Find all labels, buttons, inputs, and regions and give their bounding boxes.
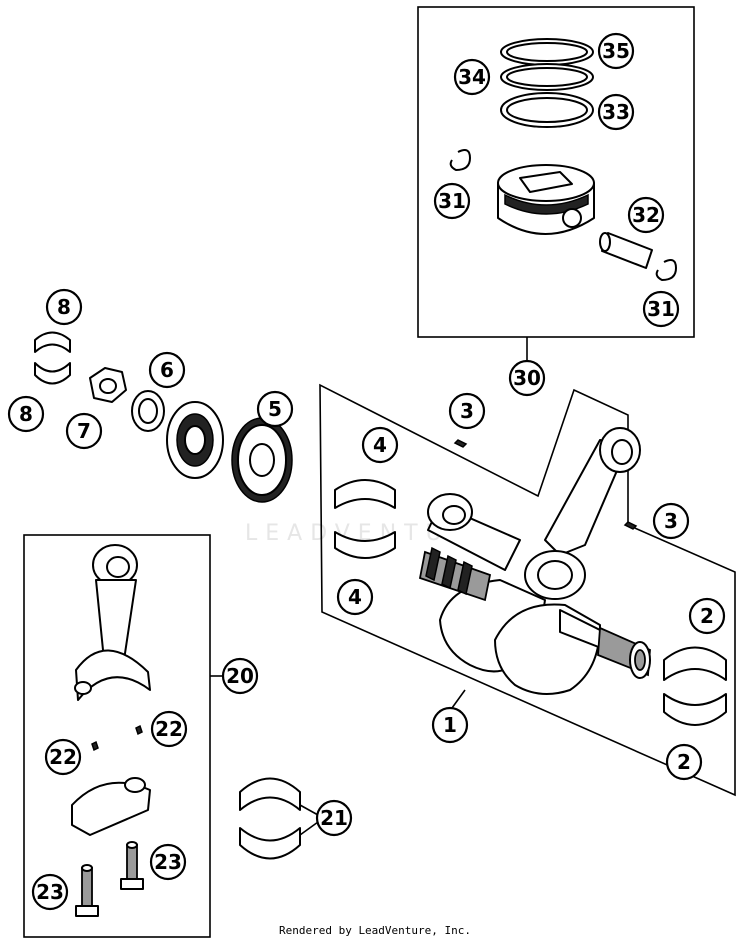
- piston-part[interactable]: [497, 164, 595, 235]
- crank-conrod-part[interactable]: [524, 427, 641, 600]
- bearing-shell-8-upper-part[interactable]: [34, 331, 71, 353]
- svg-text:33: 33: [602, 100, 630, 124]
- callout-33[interactable]: 33: [597, 93, 635, 131]
- svg-text:32: 32: [632, 203, 660, 227]
- svg-text:1: 1: [443, 713, 457, 737]
- piston-ring-33-part[interactable]: [500, 92, 594, 128]
- svg-text:22: 22: [155, 717, 183, 741]
- callout-1[interactable]: 1: [431, 706, 469, 744]
- washer-part[interactable]: [131, 390, 165, 432]
- svg-text:7: 7: [77, 419, 91, 443]
- bearing-shell-4-upper-part[interactable]: [334, 479, 396, 509]
- bearing-shell-21-lower-part[interactable]: [239, 827, 301, 860]
- piston-ring-34-part[interactable]: [500, 63, 594, 91]
- svg-text:31: 31: [647, 297, 675, 321]
- bolt-23-left-part[interactable]: [75, 864, 99, 917]
- svg-text:35: 35: [602, 39, 630, 63]
- callout-8-upper[interactable]: 8: [45, 288, 83, 326]
- dowel-3-right-part[interactable]: [623, 521, 638, 530]
- bearing-shell-4-lower-part[interactable]: [334, 531, 396, 559]
- callout-31-left[interactable]: 31: [433, 182, 471, 220]
- sprocket-part[interactable]: [166, 401, 224, 479]
- piston-group-box: [417, 6, 695, 338]
- callout-5[interactable]: 5: [256, 390, 294, 428]
- callout-23-left[interactable]: 23: [31, 873, 69, 911]
- callout-35[interactable]: 35: [597, 32, 635, 70]
- callout-23-right[interactable]: 23: [149, 843, 187, 881]
- callout-31-right[interactable]: 31: [642, 290, 680, 328]
- connecting-rod-cap-part[interactable]: [71, 777, 151, 836]
- dowel-3-upper-part[interactable]: [453, 439, 468, 448]
- bearing-shell-2-upper-part[interactable]: [663, 646, 727, 681]
- circlip-left-part[interactable]: [449, 149, 471, 171]
- svg-text:3: 3: [460, 399, 474, 423]
- svg-text:4: 4: [348, 585, 362, 609]
- callout-21[interactable]: 21: [315, 799, 353, 837]
- footer-credit: Rendered by LeadVenture, Inc.: [278, 924, 472, 937]
- callout-8-lower[interactable]: 8: [7, 395, 45, 433]
- svg-text:30: 30: [513, 366, 541, 390]
- svg-text:2: 2: [700, 604, 714, 628]
- gear-part[interactable]: [231, 417, 293, 503]
- callout-32[interactable]: 32: [627, 196, 665, 234]
- callout-4-lower[interactable]: 4: [336, 578, 374, 616]
- conrod-kit-box: [23, 534, 211, 938]
- callout-7[interactable]: 7: [65, 412, 103, 450]
- crankshaft-part[interactable]: [418, 546, 651, 695]
- hex-nut-part[interactable]: [89, 367, 127, 403]
- svg-text:22: 22: [49, 745, 77, 769]
- svg-text:31: 31: [438, 189, 466, 213]
- dowel-22-lower-part[interactable]: [91, 740, 99, 752]
- svg-text:2: 2: [677, 750, 691, 774]
- piston-ring-35-part[interactable]: [500, 38, 594, 66]
- bearing-shell-2-lower-part[interactable]: [663, 693, 727, 726]
- leader-21-b: [299, 821, 319, 836]
- leader-21-a: [299, 804, 319, 816]
- callout-20[interactable]: 20: [221, 657, 259, 695]
- bearing-shell-8-lower-part[interactable]: [34, 362, 71, 385]
- callout-2-upper[interactable]: 2: [688, 597, 726, 635]
- leader-1: [451, 689, 466, 709]
- bolt-23-right-part[interactable]: [120, 841, 144, 890]
- callout-6[interactable]: 6: [148, 351, 186, 389]
- svg-text:6: 6: [160, 358, 174, 382]
- piston-pin-part[interactable]: [599, 232, 653, 269]
- svg-text:5: 5: [268, 397, 282, 421]
- svg-text:8: 8: [57, 295, 71, 319]
- svg-text:20: 20: [226, 664, 254, 688]
- svg-text:23: 23: [36, 880, 64, 904]
- circlip-right-part[interactable]: [655, 259, 677, 281]
- svg-text:21: 21: [320, 806, 348, 830]
- dowel-22-upper-part[interactable]: [135, 724, 143, 736]
- callout-22-lower[interactable]: 22: [44, 738, 82, 776]
- connecting-rod-part[interactable]: [74, 544, 151, 701]
- crank-conrod-secondary-part[interactable]: [427, 493, 521, 571]
- callout-4-upper[interactable]: 4: [361, 426, 399, 464]
- svg-text:3: 3: [664, 509, 678, 533]
- callout-22-upper[interactable]: 22: [150, 710, 188, 748]
- callout-2-lower[interactable]: 2: [665, 743, 703, 781]
- svg-text:8: 8: [19, 402, 33, 426]
- callout-30[interactable]: 30: [508, 359, 546, 397]
- callout-3-upper[interactable]: 3: [448, 392, 486, 430]
- svg-text:23: 23: [154, 850, 182, 874]
- svg-text:4: 4: [373, 433, 387, 457]
- bearing-shell-21-upper-part[interactable]: [239, 777, 301, 811]
- callout-34[interactable]: 34: [453, 58, 491, 96]
- svg-text:34: 34: [458, 65, 486, 89]
- callout-3-right[interactable]: 3: [652, 502, 690, 540]
